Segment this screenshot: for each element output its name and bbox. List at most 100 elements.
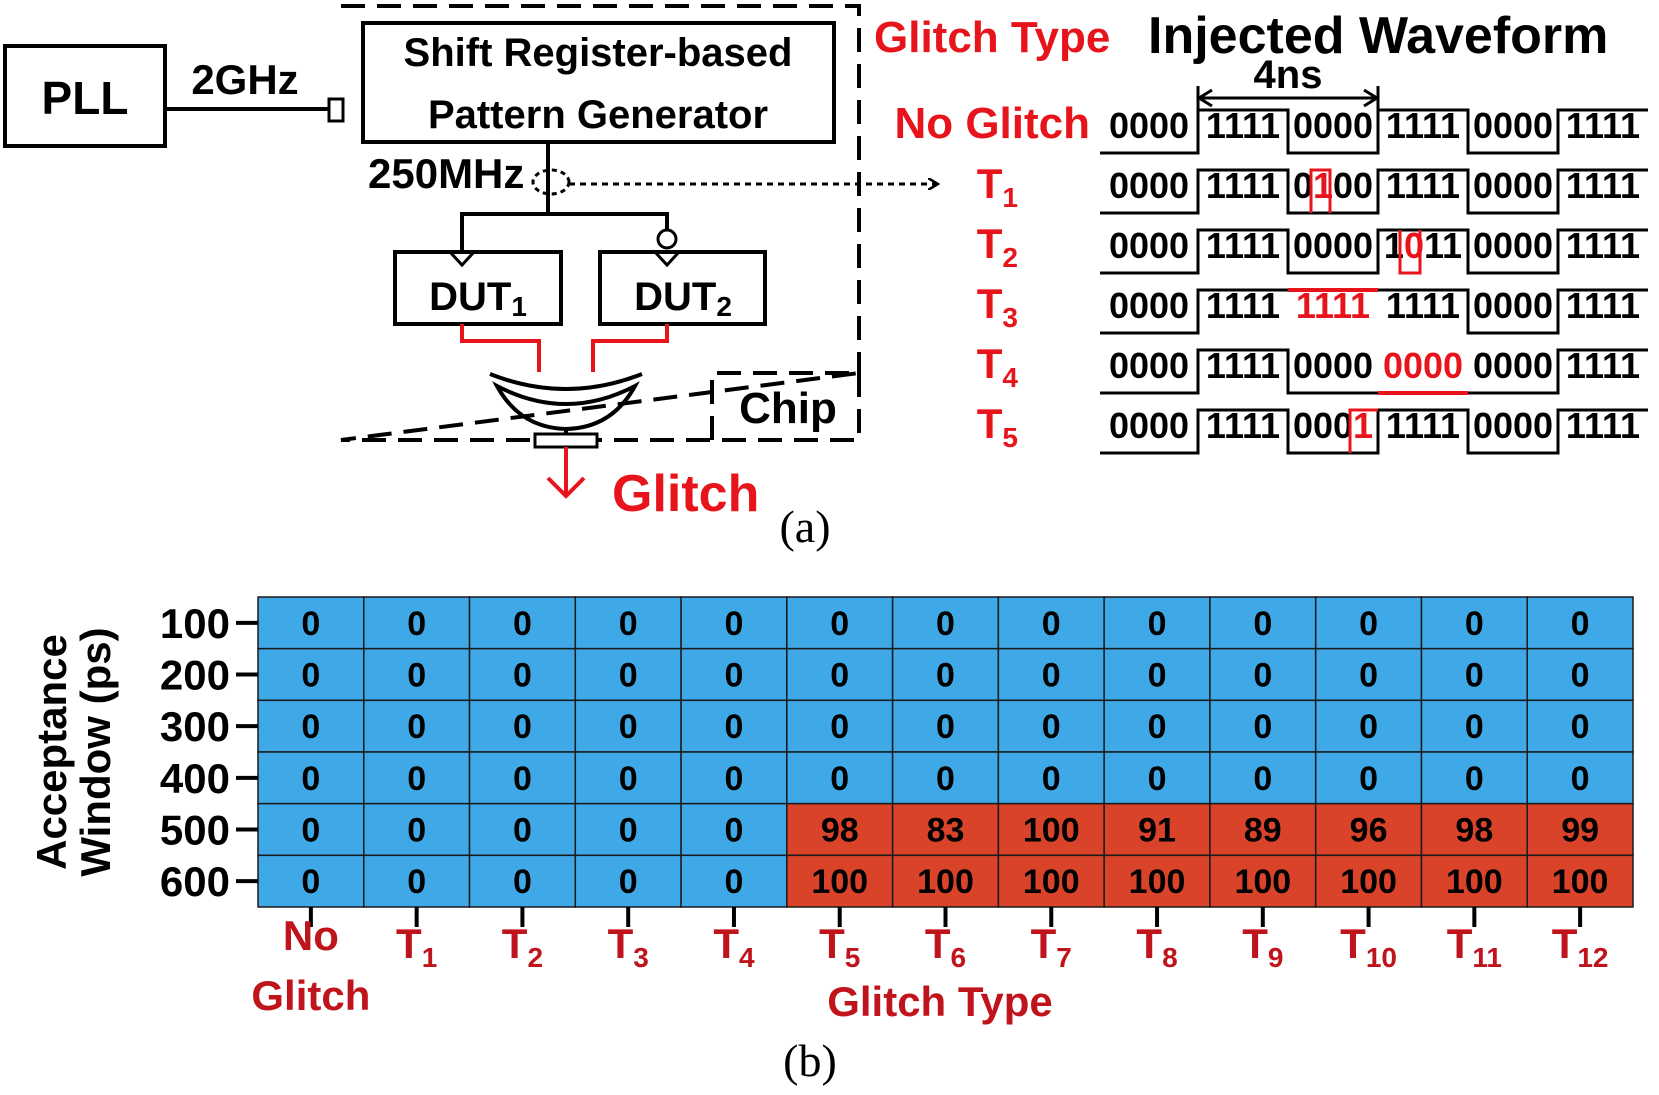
xor-gate <box>489 372 643 432</box>
cell-value: 98 <box>1455 812 1493 850</box>
cell-value: 100 <box>1552 863 1609 901</box>
heatmap-cell <box>257 647 365 702</box>
heatmap-cell <box>574 802 682 857</box>
cell-value: 0 <box>407 812 426 850</box>
heatmap-cell <box>468 596 577 650</box>
cell-value: 0 <box>301 812 320 850</box>
bit-pattern: 1111 <box>1206 165 1280 206</box>
waveform-trace <box>1100 108 1648 155</box>
heatmap-cell <box>786 854 894 908</box>
bit-pattern: 0000 <box>1109 345 1189 386</box>
heatmap-cell <box>1314 699 1423 753</box>
heatmap-cell <box>1314 854 1423 908</box>
bit-pattern: 0000 <box>1109 105 1189 146</box>
cell-value: 0 <box>301 760 320 798</box>
bit-pattern: 1111 <box>1206 105 1280 146</box>
heatmap-cell <box>468 751 577 805</box>
cell-value: 0 <box>1571 605 1590 643</box>
bit-pattern: 0000 <box>1109 405 1189 446</box>
waveform-trace <box>1100 288 1648 335</box>
cell-value: 0 <box>301 605 320 643</box>
x-tick-label: T1 <box>396 920 437 973</box>
cell-value: 0 <box>1042 657 1061 695</box>
cell-value: 0 <box>619 760 638 798</box>
cell-value: 0 <box>1465 605 1484 643</box>
heatmap-cell <box>1420 699 1528 753</box>
cell-value: 0 <box>1148 708 1167 746</box>
cell-value: 100 <box>1023 863 1080 901</box>
cell-value: 0 <box>407 708 426 746</box>
heatmap-cell <box>891 647 1000 702</box>
heatmap-cell <box>468 647 577 702</box>
cell-value: 0 <box>830 657 849 695</box>
bit-pattern: 0000 <box>1293 345 1373 386</box>
x-axis-title: Glitch Type <box>827 978 1053 1025</box>
probe-ellipse <box>531 168 571 196</box>
dut1-label: DUT1 <box>429 275 527 322</box>
cell-value: 0 <box>1253 657 1272 695</box>
glitch-type-label: T5 <box>977 400 1018 453</box>
caption-b: (b) <box>783 1035 837 1086</box>
cell-value: 98 <box>821 812 859 850</box>
generator-line2: Pattern Generator <box>428 93 768 137</box>
cell-value: 0 <box>1042 605 1061 643</box>
heatmap-cell <box>680 854 788 908</box>
cell-value: 0 <box>936 657 955 695</box>
heatmap-cell <box>1314 802 1423 857</box>
bit-pattern: 0000 <box>1473 345 1553 386</box>
x-tick-label: T6 <box>925 920 966 973</box>
bit-pattern: 1111 <box>1206 345 1280 386</box>
x-tick-label: No <box>283 912 339 959</box>
cell-value: 0 <box>513 863 532 901</box>
x-tick-label-line2: Glitch <box>251 972 370 1019</box>
y-tick-label: 400 <box>160 755 230 802</box>
cell-value: 0 <box>936 605 955 643</box>
glitch-pulse <box>1348 408 1378 453</box>
bit-pattern: 1111 <box>1386 105 1460 146</box>
caption-a: (a) <box>779 501 830 552</box>
cell-value: 0 <box>301 708 320 746</box>
cell-value: 0 <box>1571 708 1590 746</box>
heatmap-cell <box>891 751 1000 805</box>
glitch-pulse <box>1309 168 1332 213</box>
cell-value: 0 <box>725 760 744 798</box>
bit-pattern: 1111 <box>1566 345 1640 386</box>
bit-pattern: 0001 <box>1293 405 1373 446</box>
bit-pattern: 1111 <box>1206 285 1280 326</box>
waveform-header: Injected Waveform <box>1148 7 1608 65</box>
heatmap-cell <box>891 802 1000 857</box>
cell-value: 0 <box>513 812 532 850</box>
pattern-generator-block <box>361 21 836 144</box>
dut2-label: DUT2 <box>634 275 732 322</box>
heatmap-cell <box>574 699 682 753</box>
bit-pattern: 0000 <box>1293 225 1373 266</box>
block-diagram: PLL 2GHz Chip Shift Register-based Patte… <box>3 4 938 523</box>
y-tick-label: 100 <box>160 600 230 647</box>
heatmap-cell <box>363 647 471 702</box>
heatmap-cell <box>891 596 1000 650</box>
heatmap-cell <box>997 596 1105 650</box>
dut-feed-wire <box>460 212 669 252</box>
heatmap-cell <box>574 751 682 805</box>
heatmap-cell <box>363 854 471 908</box>
cell-value: 100 <box>917 863 974 901</box>
period-arrowhead-right <box>1363 88 1380 108</box>
heatmap-cell <box>1526 802 1634 857</box>
heatmap-cell <box>363 802 471 857</box>
glitch-type-label: T1 <box>977 160 1018 213</box>
heatmap-cell <box>1103 699 1211 753</box>
cell-value: 0 <box>301 863 320 901</box>
pll-label: PLL <box>42 72 129 124</box>
bit-pattern: 0000 <box>1473 285 1553 326</box>
cell-value: 0 <box>513 760 532 798</box>
cell-value: 0 <box>619 605 638 643</box>
cell-value: 0 <box>1148 605 1167 643</box>
glitch-out-arrow <box>546 476 586 499</box>
heatmap-cell <box>1209 751 1317 805</box>
cell-value: 0 <box>830 760 849 798</box>
heatmap-cell <box>997 699 1105 753</box>
heatmap-cell <box>363 751 471 805</box>
